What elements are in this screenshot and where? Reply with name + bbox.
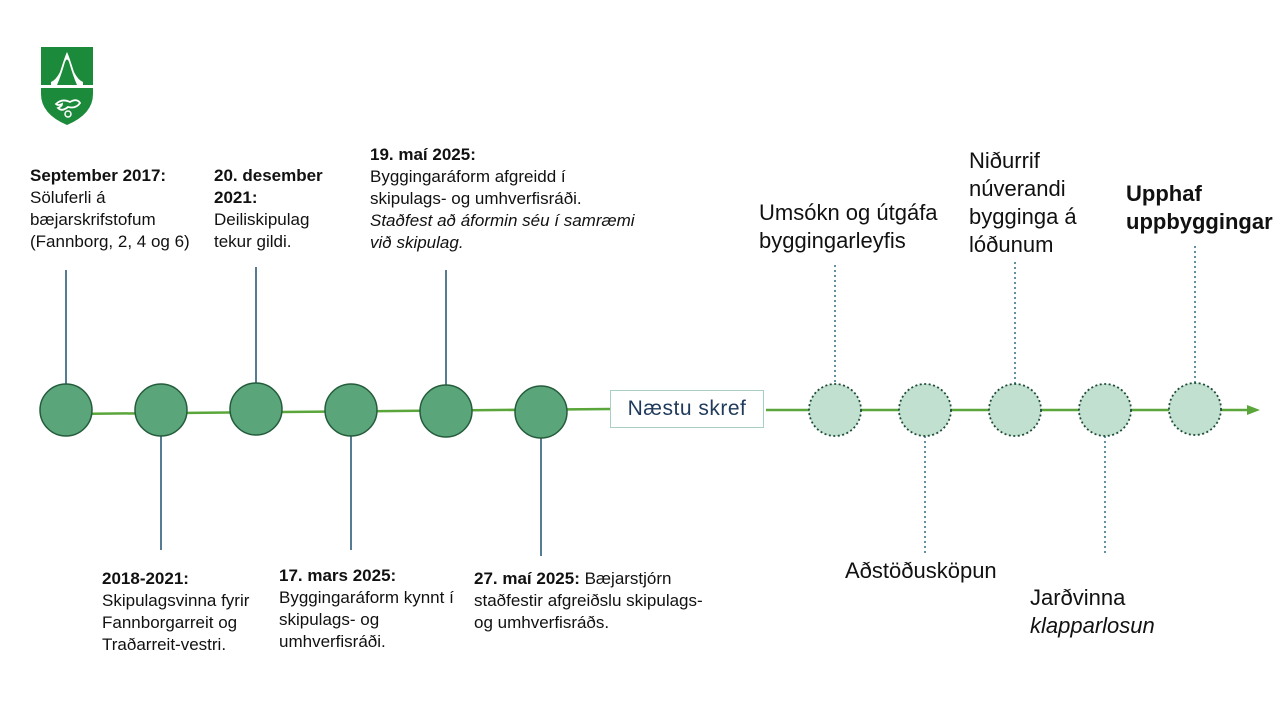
future-step-node — [988, 383, 1042, 437]
milestone-text: Skipulagsvinna fyrir — [102, 591, 250, 610]
milestone-5-label: 19. maí 2025: Byggingaráform afgreidd í … — [370, 144, 660, 254]
future-step-5-label: Upphaf uppbyggingar — [1126, 180, 1280, 236]
milestone-note: við skipulag. — [370, 233, 464, 252]
next-steps-label: Næstu skref — [610, 390, 764, 428]
milestone-text: bæjarskrifstofum — [30, 210, 156, 229]
milestone-date: 20. desember — [214, 166, 323, 185]
future-step-node — [1168, 382, 1222, 436]
milestone-date: 17. mars 2025: — [279, 566, 397, 585]
future-step-3-label: Niðurrif núverandi bygginga á lóðunum — [969, 147, 1109, 259]
milestone-node — [39, 383, 93, 437]
future-step-4-label: Jarðvinna klapparlosun — [1030, 584, 1190, 640]
future-step-text: núverandi — [969, 176, 1066, 201]
future-step-node — [808, 383, 862, 437]
milestone-4-label: 17. mars 2025: Byggingaráform kynnt í sk… — [279, 565, 479, 653]
milestone-text: Deiliskipulag — [214, 210, 310, 229]
milestone-text: Byggingaráform kynnt í — [279, 588, 454, 607]
milestone-text: Fannborgarreit og — [102, 613, 238, 632]
timeline-arrowhead — [1247, 405, 1260, 415]
coat-of-arms-icon — [41, 47, 93, 125]
future-step-text: byggingarleyfis — [759, 228, 906, 253]
milestone-node — [419, 384, 473, 438]
future-step-text: Niðurrif — [969, 148, 1040, 173]
milestone-text: Byggingaráform afgreidd í — [370, 167, 566, 186]
future-step-text: Umsókn og útgáfa — [759, 200, 938, 225]
milestone-3-label: 20. desember 2021: Deiliskipulag tekur g… — [214, 165, 354, 253]
milestone-node — [229, 382, 283, 436]
milestone-text: skipulags- og umhverfisráði. — [370, 189, 582, 208]
future-step-1-label: Umsókn og útgáfa byggingarleyfis — [759, 199, 959, 255]
milestone-2-label: 2018-2021: Skipulagsvinna fyrir Fannborg… — [102, 568, 292, 656]
future-step-text: uppbyggingar — [1126, 209, 1273, 234]
future-step-text: Jarðvinna — [1030, 585, 1126, 610]
milestone-text: (Fannborg, 2, 4 og 6) — [30, 232, 190, 251]
future-step-note: klapparlosun — [1030, 613, 1155, 638]
future-step-text: Upphaf — [1126, 181, 1202, 206]
future-step-text: Aðstöðusköpun — [845, 558, 997, 583]
milestone-note: Staðfest að áformin séu í samræmi — [370, 211, 635, 230]
milestone-text: Söluferli á — [30, 188, 106, 207]
milestone-date: 19. maí 2025: — [370, 145, 476, 164]
future-step-node — [1078, 383, 1132, 437]
future-step-node — [898, 383, 952, 437]
milestone-text: Traðarreit-vestri. — [102, 635, 227, 654]
milestone-node — [514, 385, 568, 439]
future-step-2-label: Aðstöðusköpun — [845, 557, 1045, 585]
future-step-text: bygginga á — [969, 204, 1077, 229]
milestone-text: umhverfisráði. — [279, 632, 386, 651]
milestone-6-label: 27. maí 2025: Bæjarstjórn staðfestir afg… — [474, 568, 744, 634]
milestone-date: 2018-2021: — [102, 569, 189, 588]
milestone-date: 27. maí 2025: — [474, 569, 580, 588]
milestone-text: og umhverfisráðs. — [474, 613, 610, 632]
milestone-text: tekur gildi. — [214, 232, 292, 251]
milestone-node — [324, 383, 378, 437]
milestone-date: 2021: — [214, 188, 258, 207]
milestone-date: September 2017: — [30, 166, 167, 185]
future-step-text: lóðunum — [969, 232, 1054, 257]
milestone-text: staðfestir afgreiðslu skipulags- — [474, 591, 703, 610]
milestone-text: Bæjarstjórn — [579, 569, 672, 588]
milestone-node — [134, 383, 188, 437]
milestone-text: skipulags- og — [279, 610, 380, 629]
logo — [40, 46, 94, 126]
milestone-1-label: September 2017: Söluferli á bæjarskrifst… — [30, 165, 220, 253]
